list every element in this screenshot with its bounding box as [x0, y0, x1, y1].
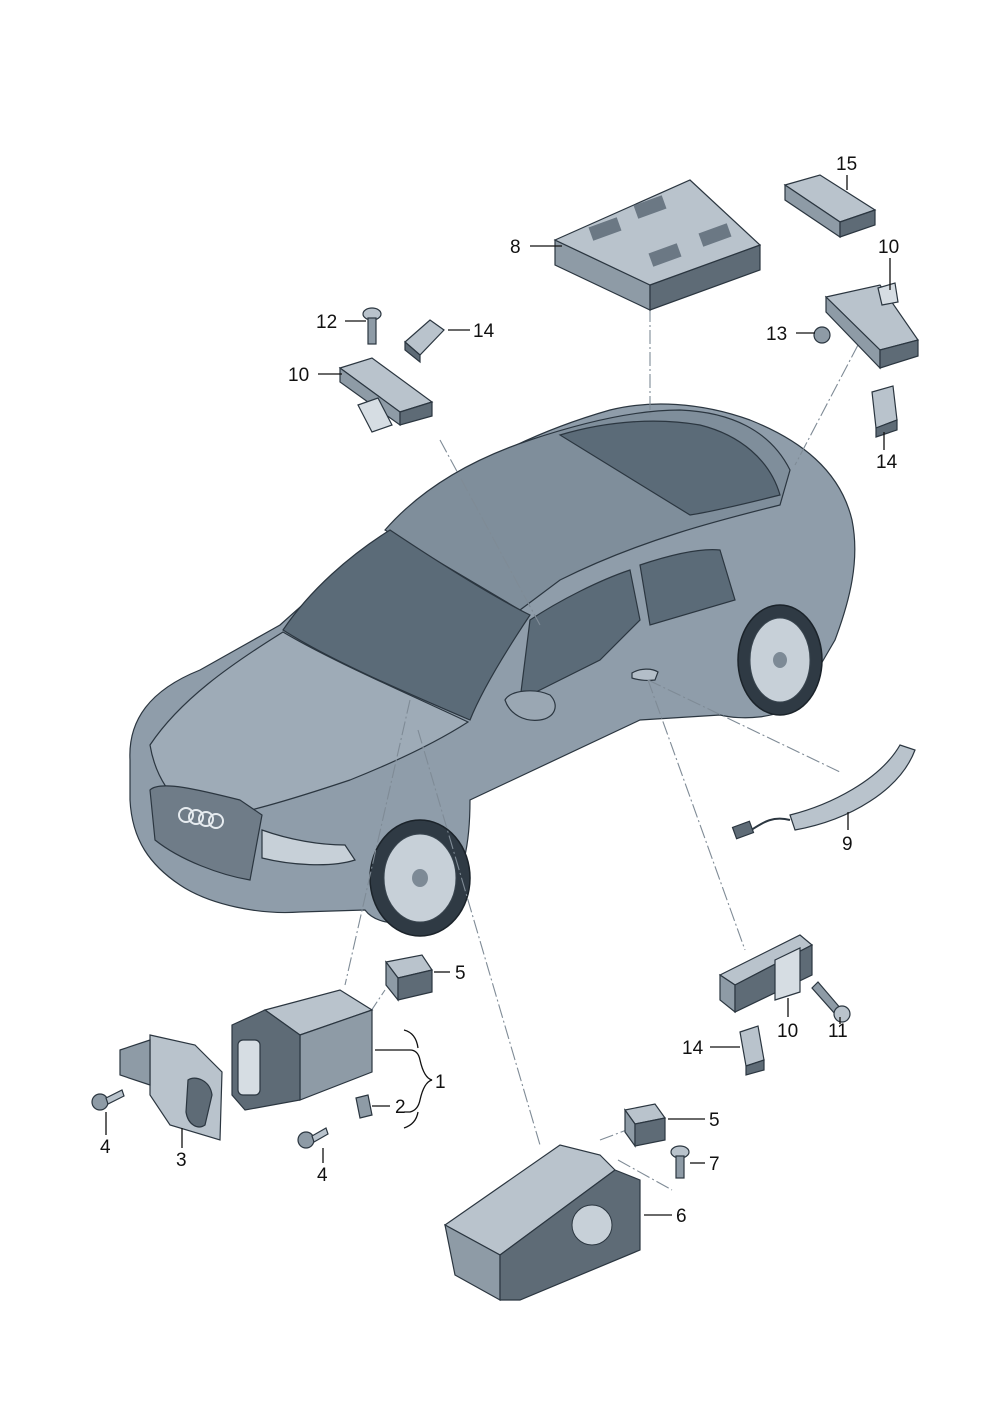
car-illustration: [129, 403, 856, 937]
callout-4-left: 4: [100, 1137, 111, 1158]
part-12-screw: [362, 307, 382, 345]
part-15-cover: [783, 174, 877, 239]
windshield: [282, 529, 531, 721]
callout-1: 1: [435, 1072, 446, 1093]
part-6-large-module: [443, 1144, 641, 1302]
callout-10-top-left: 10: [288, 365, 309, 386]
callout-13: 13: [766, 324, 787, 345]
part-4-screw-lower: [297, 1127, 329, 1149]
rear-window: [558, 420, 781, 516]
part-13-nut: [813, 326, 831, 344]
callout-6: 6: [676, 1206, 687, 1227]
part-4-screw-left: [91, 1089, 125, 1111]
part-3-housing-cover: [119, 1034, 223, 1141]
callout-7: 7: [709, 1154, 720, 1175]
part-1-module: [231, 989, 374, 1111]
part-11-screw: [811, 981, 851, 1023]
callout-12: 12: [316, 312, 337, 333]
part-10-antenna-top-left: [338, 357, 434, 433]
leader-lines: [105, 175, 891, 1216]
part-5-connector-upper: [384, 954, 433, 1002]
part-9-handle-antenna: [731, 744, 916, 840]
part-7-screw: [670, 1145, 690, 1179]
callout-labels: 8 15 10 13 14 12 14 10 9 5 10 11 14 1 2 …: [100, 154, 899, 1227]
part-10-antenna-top-right: [824, 282, 919, 370]
callout-4-lower: 4: [317, 1165, 328, 1186]
callout-10-lower-right: 10: [777, 1021, 798, 1042]
front-grille: [149, 785, 263, 881]
side-window-front: [519, 569, 641, 702]
door-handle: [631, 668, 659, 681]
callout-10-top-right: 10: [878, 237, 899, 258]
part-10-antenna-lower-right: [718, 934, 814, 1014]
callout-5-upper: 5: [455, 963, 466, 984]
side-window-rear: [639, 549, 736, 626]
part-2-clip: [355, 1094, 373, 1119]
front-wheel: [369, 819, 471, 937]
callout-14-top-left: 14: [473, 321, 495, 342]
callout-3: 3: [176, 1150, 187, 1171]
callout-9: 9: [842, 834, 853, 855]
side-mirror: [504, 690, 556, 721]
callout-5-lower: 5: [709, 1110, 720, 1131]
part-14-connector-top-left: [404, 319, 445, 364]
part-5-connector-lower: [623, 1103, 667, 1148]
headlight: [261, 829, 356, 866]
callout-15: 15: [836, 154, 857, 175]
callout-8: 8: [510, 237, 521, 258]
audi-rings-logo: [178, 807, 224, 829]
callout-14-top-right: 14: [876, 452, 898, 473]
callout-2: 2: [395, 1097, 406, 1118]
part-8-control-module: [553, 179, 762, 311]
part-14-connector-lower-right: [739, 1025, 765, 1076]
callout-14-lower-right: 14: [682, 1038, 704, 1059]
reference-lines: [344, 308, 859, 1191]
callout-11: 11: [828, 1021, 848, 1042]
part-14-connector-top-right: [871, 385, 898, 438]
rear-wheel: [737, 604, 823, 716]
